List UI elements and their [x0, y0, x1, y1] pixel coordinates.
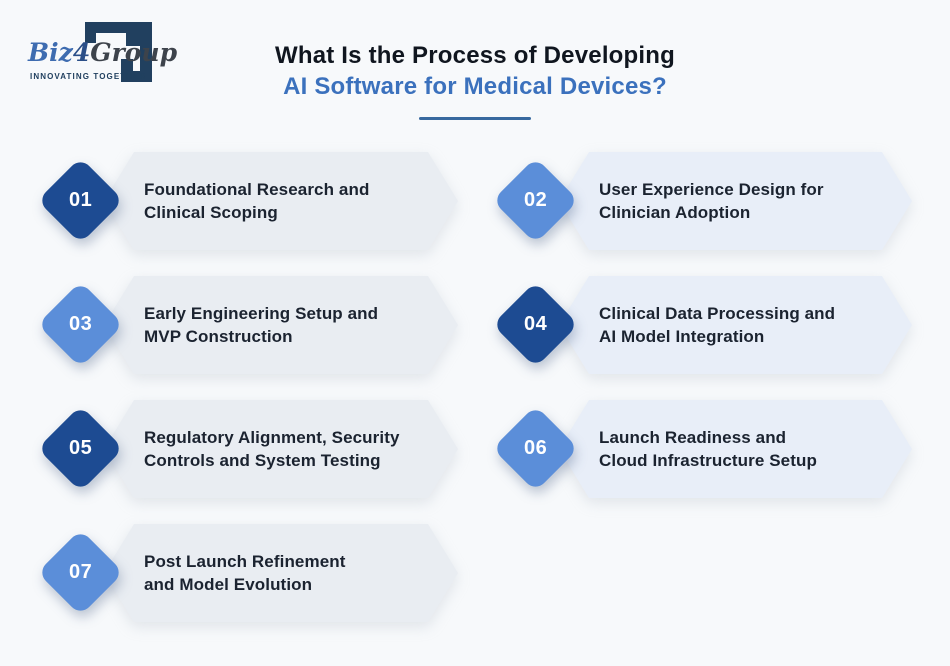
- step-banner: [559, 152, 912, 250]
- step-banner: [104, 400, 458, 498]
- step-item-06: Launch Readiness and Cloud Infrastructur…: [492, 400, 912, 498]
- step-label-line1: User Experience Design for: [599, 180, 824, 199]
- step-label: Post Launch Refinement and Model Evoluti…: [144, 524, 346, 622]
- step-label-line1: Post Launch Refinement: [144, 552, 346, 571]
- step-number-diamond: 04: [492, 281, 579, 368]
- step-item-04: Clinical Data Processing and AI Model In…: [492, 276, 912, 374]
- page-title-line2: AI Software for Medical Devices?: [283, 73, 667, 100]
- step-label-line2: Clinical Scoping: [144, 203, 278, 222]
- step-number-diamond: 03: [37, 281, 124, 368]
- step-number-diamond: 05: [37, 405, 124, 492]
- step-number-diamond: 01: [37, 157, 124, 244]
- biz4group-logo: Biz4Group INNOVATING TOGETHER: [0, 0, 200, 100]
- step-number: 01: [68, 189, 93, 211]
- step-item-02: User Experience Design for Clinician Ado…: [492, 152, 912, 250]
- step-item-01: Foundational Research and Clinical Scopi…: [37, 152, 458, 250]
- logo-word-biz: Biz: [28, 38, 73, 67]
- step-label-line1: Regulatory Alignment, Security: [144, 428, 400, 447]
- step-label: Regulatory Alignment, Security Controls …: [144, 400, 400, 498]
- step-label-line1: Clinical Data Processing and: [599, 304, 836, 323]
- step-number: 02: [523, 189, 548, 211]
- step-number: 07: [68, 561, 93, 583]
- step-label-line2: Controls and System Testing: [144, 451, 381, 470]
- step-number: 04: [523, 313, 548, 335]
- title-underline: [419, 117, 531, 120]
- logo-word-four: 4: [72, 38, 91, 67]
- step-label-line2: Clinician Adoption: [599, 203, 751, 222]
- page-title-line1: What Is the Process of Developing: [274, 42, 675, 69]
- step-banner: [104, 276, 458, 374]
- step-label-line2: AI Model Integration: [599, 327, 765, 346]
- step-banner: [104, 524, 458, 622]
- step-label-line1: Foundational Research and: [144, 180, 370, 199]
- step-number: 06: [523, 437, 548, 459]
- logo-wordmark: Biz4Group: [28, 38, 177, 67]
- step-label-line2: Cloud Infrastructure Setup: [599, 451, 817, 470]
- step-label: Early Engineering Setup and MVP Construc…: [144, 276, 378, 374]
- logo-frame-icon: [85, 22, 152, 82]
- logo-word-group: Group: [90, 38, 178, 67]
- step-item-05: Regulatory Alignment, Security Controls …: [37, 400, 458, 498]
- logo-tagline: INNOVATING TOGETHER: [30, 72, 147, 81]
- step-label: User Experience Design for Clinician Ado…: [599, 152, 824, 250]
- step-item-03: Early Engineering Setup and MVP Construc…: [37, 276, 458, 374]
- step-banner: [559, 400, 912, 498]
- step-label-line1: Early Engineering Setup and: [144, 304, 379, 323]
- step-label: Clinical Data Processing and AI Model In…: [599, 276, 835, 374]
- step-label: Foundational Research and Clinical Scopi…: [144, 152, 369, 250]
- step-label: Launch Readiness and Cloud Infrastructur…: [599, 400, 817, 498]
- step-label-line1: Launch Readiness and: [599, 428, 787, 447]
- step-number-diamond: 02: [492, 157, 579, 244]
- step-label-line2: and Model Evolution: [144, 575, 313, 594]
- step-number: 05: [68, 437, 93, 459]
- step-number: 03: [68, 313, 93, 335]
- step-item-07: Post Launch Refinement and Model Evoluti…: [37, 524, 458, 622]
- step-number-diamond: 07: [37, 529, 124, 616]
- step-label-line2: MVP Construction: [144, 327, 293, 346]
- step-banner: [559, 276, 912, 374]
- step-number-diamond: 06: [492, 405, 579, 492]
- step-banner: [104, 152, 458, 250]
